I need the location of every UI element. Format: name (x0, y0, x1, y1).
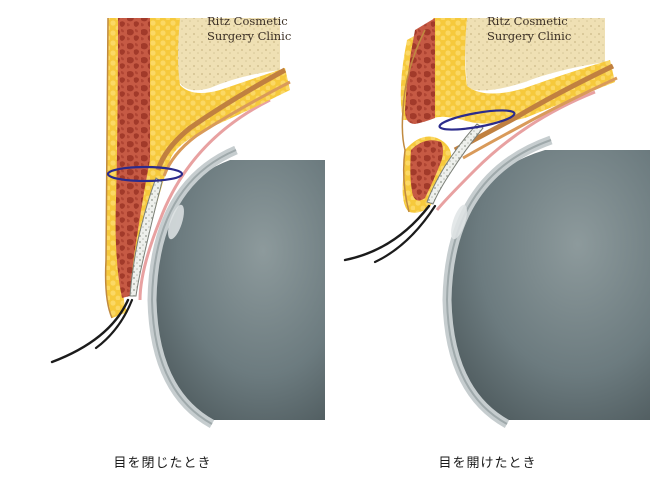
orbicularis-muscle (115, 18, 150, 298)
tarsal-plate (129, 177, 163, 297)
eyeball (442, 135, 650, 428)
eyeball (147, 145, 325, 428)
orbital-fat (178, 18, 280, 91)
watermark-line-1: Ritz Cosmetic (207, 14, 288, 28)
caption-eye-open: 目を開けたとき (438, 456, 537, 471)
skin-outline (401, 29, 426, 213)
suture-loop (106, 165, 184, 183)
eye-closed-illustration (50, 17, 325, 428)
levator-aponeurosis (155, 67, 287, 171)
eyelashes (343, 204, 437, 264)
conjunctiva (138, 98, 271, 301)
levator-aponeurosis (453, 63, 615, 153)
eyelashes (50, 298, 134, 364)
watermark-line-2: Surgery Clinic (487, 29, 572, 43)
muller-muscle (162, 80, 291, 177)
clinic-watermark: Ritz Cosmetic Surgery Clinic (207, 14, 291, 44)
conjunctiva (435, 90, 596, 211)
watermark-line-2: Surgery Clinic (207, 29, 292, 43)
panel-eye-closed: Ritz Cosmetic Surgery Clinic 目を閉じたとき (50, 14, 325, 471)
clinic-watermark: Ritz Cosmetic Surgery Clinic (487, 14, 571, 44)
watermark-line-1: Ritz Cosmetic (487, 14, 568, 28)
tarsal-plate (426, 123, 484, 205)
suture-loop (438, 109, 516, 131)
orbicularis-muscle (405, 18, 443, 201)
caption-eye-closed: 目を閉じたとき (113, 456, 212, 471)
muller-muscle (462, 76, 618, 160)
panel-eye-open: Ritz Cosmetic Surgery Clinic 目を開けたとき (325, 0, 650, 488)
eye-open-illustration (343, 18, 650, 428)
orbital-fat (463, 18, 605, 91)
skin-outline (104, 17, 113, 319)
